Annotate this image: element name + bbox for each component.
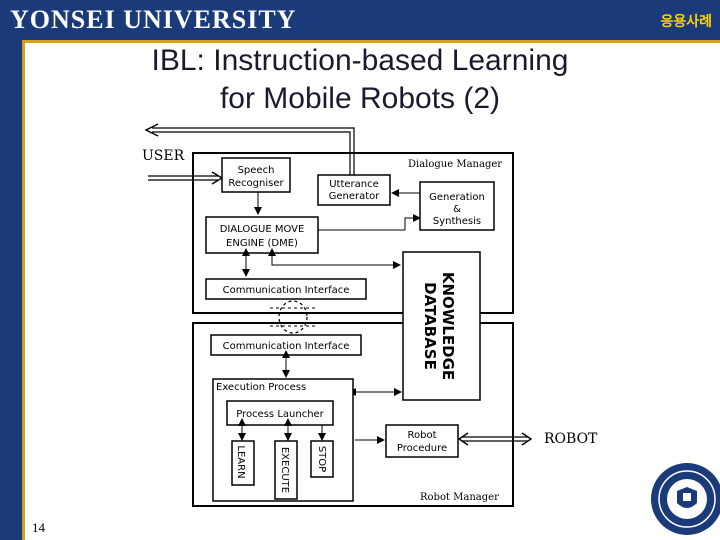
knowledge-label: KNOWLEDGE: [439, 272, 457, 380]
slide-title-line-2: for Mobile Robots (2): [219, 82, 501, 115]
left-sidebar-bar: [0, 40, 22, 540]
utterance-to-user-line-2: [152, 131, 351, 175]
execute-label: EXECUTE: [279, 447, 290, 493]
user-input-arrowhead: [211, 171, 224, 185]
slide-title-line-1: IBL: Instruction-based Learning: [151, 44, 569, 77]
university-seal-logo: [651, 463, 720, 535]
generation-synthesis-line-3: Synthesis: [433, 216, 481, 227]
slide-title: IBL: Instruction-based Learning for Mobi…: [100, 42, 620, 118]
user-output-arrowhead: [144, 123, 159, 137]
comm-interface-top-label: Communication Interface: [223, 285, 350, 296]
stop-label: STOP: [316, 446, 327, 472]
dme-to-generation-arrow: [318, 214, 421, 231]
robot-manager-label: Robot Manager: [420, 492, 499, 503]
header-bar: YONSEI UNIVERSITY 응용사례: [0, 0, 720, 40]
speech-recogniser-box: [221, 157, 291, 193]
speech-recogniser-line-1: Speech: [238, 165, 275, 176]
process-launcher-label: Process Launcher: [236, 409, 324, 420]
section-label: 응용사례: [660, 13, 712, 29]
generation-synthesis-line-2: &: [453, 204, 461, 215]
robot-procedure-box: [385, 424, 459, 458]
utterance-generator-line-2: Generator: [329, 191, 381, 202]
dme-line-2: ENGINE (DME): [226, 238, 298, 249]
dialogue-manager-label: Dialogue Manager: [408, 159, 502, 170]
header-divider: [22, 40, 720, 43]
robot-link-right-arrowhead: [521, 432, 533, 446]
stop-box: [310, 440, 334, 478]
dme-box: [205, 216, 319, 254]
robot-link-left-arrowhead: [457, 432, 469, 446]
robot-label: ROBOT: [544, 431, 598, 447]
comm-link-ellipse: [278, 300, 308, 334]
dialogue-manager-box: [192, 152, 514, 314]
learn-box: [231, 440, 255, 486]
university-name: YONSEI UNIVERSITY: [10, 5, 297, 34]
page-number: 14: [32, 520, 45, 535]
learn-label: LEARN: [235, 445, 246, 478]
execute-box: [274, 440, 298, 500]
dme-line-1: DIALOGUE MOVE: [220, 224, 305, 235]
knowledge-database-box: [402, 251, 481, 401]
user-label: USER: [142, 148, 185, 164]
comm-interface-top-box: [205, 278, 367, 300]
left-sidebar-stripe: [22, 40, 25, 540]
utterance-to-user-line: [152, 127, 355, 175]
robot-procedure-line-1: Robot: [407, 430, 436, 441]
robot-manager-box: [192, 322, 514, 507]
utterance-generator-box: [317, 174, 391, 206]
robot-procedure-line-2: Procedure: [397, 443, 447, 454]
speech-recogniser-line-2: Recogniser: [228, 178, 284, 189]
generation-synthesis-box: [419, 181, 495, 231]
execution-process-label: Execution Process: [216, 382, 306, 393]
database-label: DATABASE: [421, 282, 439, 370]
dme-knowledge-arrow: [268, 248, 401, 269]
comm-interface-bottom-label: Communication Interface: [223, 341, 350, 352]
utterance-generator-line-1: Utterance: [329, 179, 379, 190]
generation-synthesis-line-1: Generation: [429, 192, 485, 203]
